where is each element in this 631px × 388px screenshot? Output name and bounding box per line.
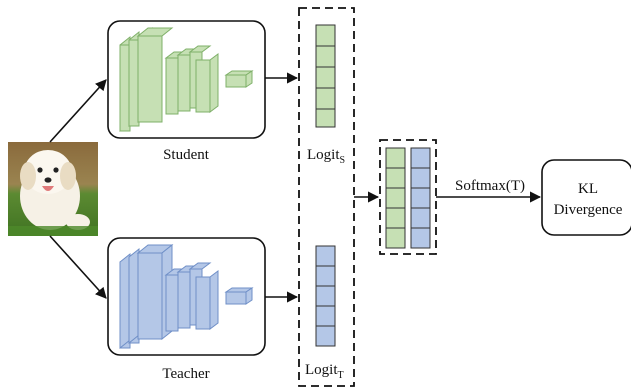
arrow-image-to-student [49, 79, 107, 143]
student-logit-vector [315, 24, 336, 128]
student-network-layers [119, 27, 254, 133]
combined-teacher-vector [410, 147, 431, 249]
teacher-network-layers [119, 243, 254, 350]
logit-teacher-label: LogitT [305, 362, 344, 381]
kl-label-line2: Divergence [554, 202, 623, 218]
logits-dashed-box [298, 7, 355, 387]
teacher-label: Teacher [162, 366, 209, 382]
student-label: Student [163, 147, 210, 163]
logit-student-label: LogitS [307, 147, 345, 166]
kl-divergence-box [541, 159, 631, 236]
combined-student-vector [385, 147, 406, 249]
puppy-image [8, 142, 98, 236]
arrow-image-to-teacher [49, 235, 107, 299]
teacher-logit-vector [315, 245, 336, 347]
softmax-label: Softmax(T) [455, 178, 525, 194]
kl-label-line1: KL [578, 181, 598, 197]
combined-dashed-box [379, 139, 437, 255]
